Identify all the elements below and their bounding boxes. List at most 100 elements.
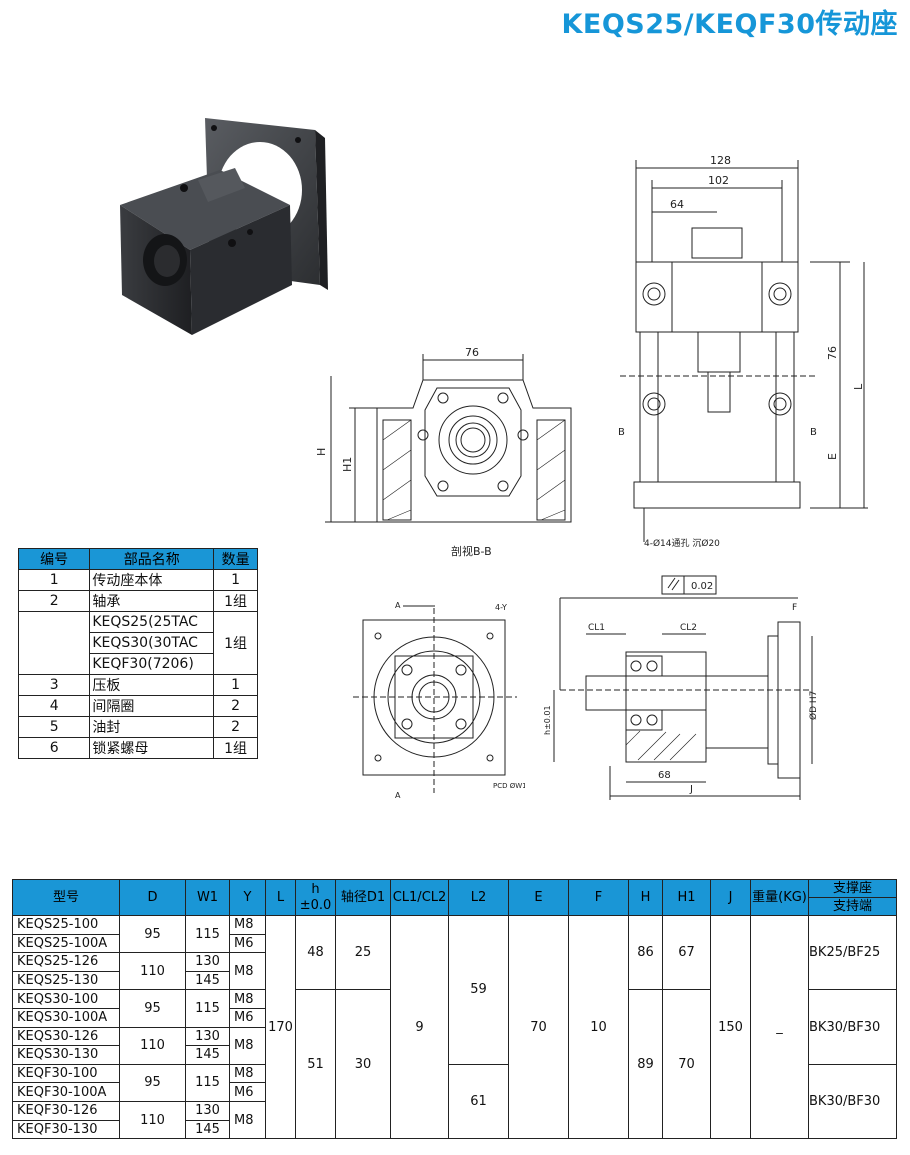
spec-header-weight: 重量(KG) (750, 879, 809, 916)
table-row: KEQS25-126 110 130 M8 (12, 952, 897, 991)
parts-no: 3 (17, 674, 91, 696)
parts-no: 4 (17, 695, 91, 717)
spec-l: 170 (265, 914, 296, 1140)
parts-qty: 1 (213, 569, 258, 591)
spec-d: 95 (119, 914, 186, 954)
table-row: KEQS25-100 95 115 M8 170 48 25 9 59 70 1… (12, 914, 897, 1140)
spec-header-h-bottom: ±0.0 (299, 897, 332, 913)
table-row: 4 间隔圈 2 (17, 695, 258, 717)
flange-view-drawing: A 4-Y PCD ØW1 A (353, 601, 525, 800)
spec-y: M6 (229, 1082, 266, 1102)
dim-68: 68 (658, 770, 671, 781)
parts-name: 轴承 (89, 590, 215, 612)
label-j: J (689, 784, 693, 795)
spec-header-e: E (508, 879, 569, 916)
parts-no (17, 611, 91, 675)
spec-header-model: 型号 (12, 879, 120, 916)
spec-model: KEQS30-130 (12, 1045, 120, 1065)
label-h-tol: h±0.01 (543, 705, 552, 735)
parts-name: KEQF30(7206) (89, 653, 215, 675)
spec-header-l2: L2 (448, 879, 509, 916)
spec-h1: 70 (662, 989, 711, 1140)
spec-y: M8 (229, 952, 266, 991)
label-l: L (852, 383, 865, 390)
spec-h-tol: 51 (295, 989, 336, 1140)
spec-header-l: L (265, 879, 296, 916)
spec-model: KEQF30-100A (12, 1082, 120, 1102)
parts-name: KEQS25(25TAC (89, 611, 215, 633)
label-pcd: PCD ØW1 (493, 782, 525, 790)
spec-w1: 145 (185, 970, 230, 991)
spec-model: KEQS30-100 (12, 989, 120, 1009)
parts-name: 油封 (89, 716, 215, 738)
label-e: E (826, 453, 839, 460)
spec-model: KEQS25-100 (12, 915, 120, 935)
dim-128: 128 (710, 154, 731, 167)
spec-header-h1: H1 (662, 879, 711, 916)
parts-header-qty: 数量 (213, 548, 258, 570)
spec-h-tol: 48 (295, 914, 336, 991)
parts-no: 2 (17, 590, 91, 612)
dim-76-side: 76 (826, 346, 839, 360)
spec-model: KEQS30-126 (12, 1026, 120, 1047)
spec-header-d: D (119, 879, 186, 916)
table-row: KEQF30-100 95 115 M8 61 BK30/BF30 (12, 1063, 897, 1140)
spec-h1: 67 (662, 914, 711, 991)
spec-model: KEQF30-130 (12, 1119, 120, 1140)
spec-header-h-tol: h±0.0 (295, 879, 336, 916)
spec-y: M8 (229, 989, 266, 1009)
spec-header-cl: CL1/CL2 (390, 879, 449, 916)
spec-header-shaft: 轴径D1 (335, 879, 391, 916)
spec-y: M8 (229, 1026, 266, 1065)
spec-cl: 9 (390, 914, 449, 1140)
label-h1: H1 (341, 457, 354, 472)
label-4y: 4-Y (495, 603, 507, 612)
spec-header-h-top: h (311, 881, 320, 897)
spec-w1: 130 (185, 1026, 230, 1047)
label-f: F (792, 603, 797, 613)
label-b-left: B (618, 427, 625, 438)
parts-qty: 1组 (213, 737, 258, 759)
product-photo (120, 118, 328, 335)
parts-name: 压板 (89, 674, 215, 696)
spec-d: 110 (119, 1100, 186, 1140)
parts-name: KEQS30(30TAC (89, 632, 215, 654)
parts-qty: 1组 (213, 590, 258, 612)
table-row: KEQS30-100 95 115 M8 51 30 89 70 BK30/BF… (12, 989, 897, 1140)
spec-w1: 130 (185, 1100, 230, 1121)
spec-d: 110 (119, 1026, 186, 1065)
parts-qty: 1组 (213, 611, 258, 675)
spec-header-j: J (710, 879, 751, 916)
table-row: KEQF30-100A M6 (12, 1082, 897, 1102)
spec-model: KEQF30-126 (12, 1100, 120, 1121)
parts-header-row: 编号 部品名称 数量 (17, 548, 258, 570)
spec-f: 10 (568, 914, 629, 1140)
spec-j: 150 (710, 914, 751, 1140)
spec-model: KEQS25-100A (12, 933, 120, 954)
label-a-bottom: A (395, 791, 401, 800)
table-row: KEQS25(25TAC 1组 (17, 611, 258, 675)
spec-header-support-bottom: 支持端 (808, 897, 897, 916)
spec-model: KEQS30-100A (12, 1007, 120, 1028)
spec-w1: 115 (185, 989, 230, 1028)
spec-h: 89 (628, 989, 663, 1140)
label-a-top: A (395, 601, 401, 610)
spec-weight: _ (750, 914, 809, 1140)
parts-name: 传动座本体 (89, 569, 215, 591)
spec-d: 95 (119, 989, 186, 1028)
parts-header-name: 部品名称 (89, 548, 215, 570)
spec-support: BK25/BF25 (808, 914, 897, 991)
spec-y: M6 (229, 1007, 266, 1028)
dim-102: 102 (708, 174, 729, 187)
parts-name: 锁紧螺母 (89, 737, 215, 759)
spec-header-y: Y (229, 879, 266, 916)
spec-w1: 115 (185, 914, 230, 954)
label-h: H (315, 448, 328, 456)
parts-header-no: 编号 (17, 548, 91, 570)
section-aa-drawing: 0.02 F CL1 CL2 h±0.01 ØD H7 68 J (543, 575, 819, 800)
dim-76-front: 76 (465, 346, 479, 359)
spec-l2: 59 (448, 915, 509, 1065)
parts-no: 6 (17, 737, 91, 759)
spec-header-row: 型号 D W1 Y L h±0.0 轴径D1 CL1/CL2 L2 E F H … (12, 879, 897, 916)
spec-e: 70 (508, 914, 569, 1140)
